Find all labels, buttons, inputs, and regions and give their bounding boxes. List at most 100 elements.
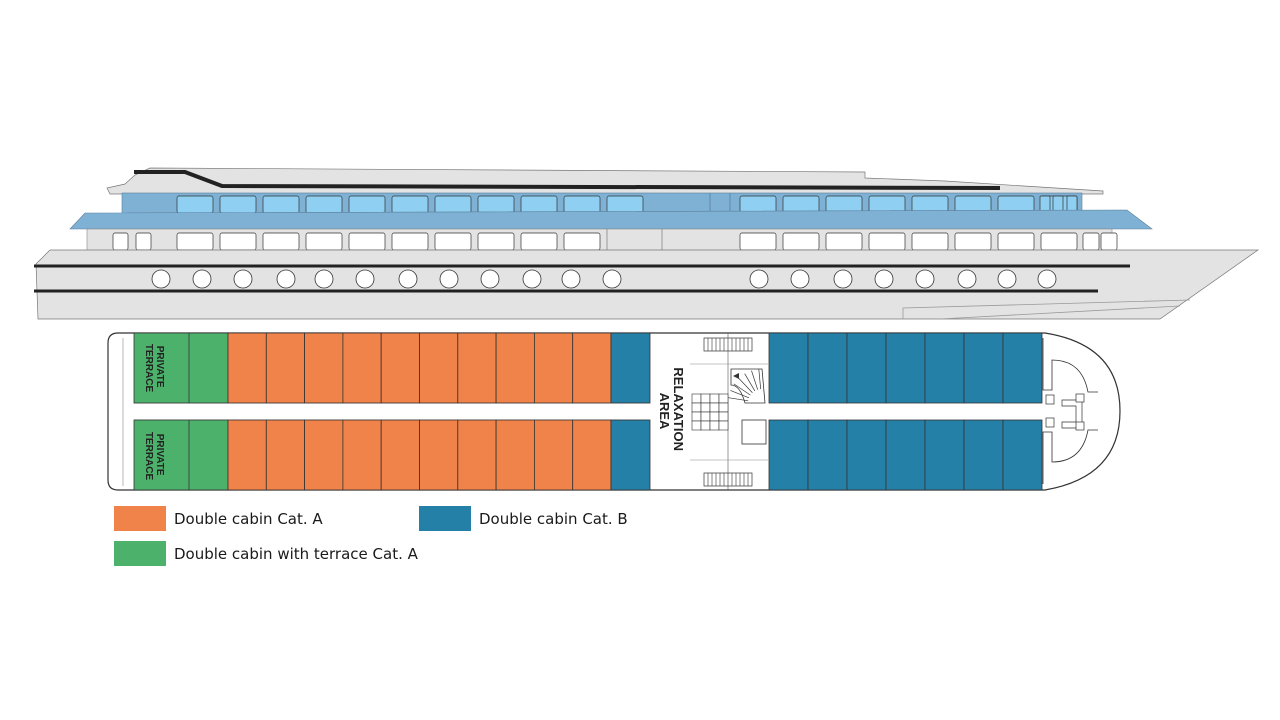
porthole [833,269,853,289]
middle-window [739,232,777,251]
legend-item-cat-b: Double cabin Cat. B [419,506,628,531]
upper-window [520,195,558,214]
relaxation-line1: RELAXATION [671,367,686,451]
cabin-cat-a [495,332,535,404]
cabin-cat-a [495,419,535,491]
cabin-cat-b [846,419,887,491]
porthole [915,269,935,289]
cabin-cat-b [610,419,651,491]
grid-cell [709,420,720,431]
helm-desk [1061,399,1083,429]
upper-window [434,195,472,214]
porthole [398,269,418,289]
bow-line [939,305,1181,320]
middle-window [782,232,820,251]
stair-steps [728,369,762,402]
stair-step [728,397,749,402]
upper-window [825,195,863,214]
cabin-cat-b [1002,419,1043,491]
middle-window [868,232,906,251]
upper-window [305,195,343,214]
grid-cell [700,411,711,422]
cabin-cat-a [265,419,305,491]
porthole [790,269,810,289]
deck-hatch [741,419,767,445]
helm-seat [1075,421,1085,431]
cabin-cat-b [807,332,848,404]
porthole [439,269,459,289]
cabin-cat-a [304,332,344,404]
staircase [730,368,766,404]
cabin-cat-a [227,332,267,404]
sun-deck-roof [106,167,1104,195]
porthole [561,269,581,289]
legend-label-terrace: Double cabin with terrace Cat. A [174,544,418,563]
legend-label-cat-b: Double cabin Cat. B [479,509,628,528]
upper-window [176,195,214,214]
cabin-cat-b [768,332,809,404]
upper-window [606,195,644,214]
grid-cell [709,402,720,413]
legend-swatch-terrace [114,541,166,566]
cabin-cat-a [534,332,574,404]
grid-cell [718,420,729,431]
grid-cell [691,411,702,422]
private-terrace-line1: PRIVATE [154,346,165,388]
upper-window-small [1052,195,1064,212]
grid-cell [691,420,702,431]
relaxation-line2: AREA [657,393,672,430]
porthole [602,269,622,289]
relaxation-area: RELAXATION AREA [657,333,768,490]
middle-window [477,232,515,251]
cabin-cat-b [885,332,926,404]
legend-swatch-cat-b [419,506,471,531]
grid-cell [718,411,729,422]
relaxation-area-label: RELAXATION AREA [657,367,686,454]
porthole [276,269,296,289]
private-terrace-label-top: PRIVATE TERRACE [143,344,165,393]
stair-arrow-icon [733,373,739,379]
grid-cell [700,402,711,413]
terrace-cabins [133,332,229,491]
middle-window [391,232,429,251]
upper-window-small [1039,195,1051,212]
cabin-cat-b [963,419,1004,491]
cabin-cat-a [419,332,459,404]
middle-deck-shelf [69,209,1153,230]
grid-cell [700,420,711,431]
legend-swatch-cat-a [114,506,166,531]
wheelhouse-wall [1042,338,1098,393]
upper-window [739,195,777,214]
cabin-cat-a [457,419,497,491]
upper-window-small [1066,195,1078,212]
middle-window [911,232,949,251]
middle-window-small [1100,232,1118,251]
porthole [749,269,769,289]
porthole [522,269,542,289]
porthole [480,269,500,289]
middle-window [305,232,343,251]
private-terrace-line1: PRIVATE [154,434,165,476]
benches [703,337,753,487]
grid-cell [718,393,729,404]
hull-portholes [151,269,1057,289]
cabin-cat-a [457,332,497,404]
grid-cell [700,393,711,404]
middle-window [219,232,257,251]
private-terrace-label-bottom: PRIVATE TERRACE [143,432,165,481]
middle-window [262,232,300,251]
porthole [192,269,212,289]
middle-window [563,232,601,251]
helm-console [1045,394,1055,405]
terrace-cabin-top [133,332,229,404]
cabin-cat-a [534,419,574,491]
porthole [957,269,977,289]
cabin-cat-a [572,419,612,491]
middle-window [1040,232,1078,251]
terrace-cabin-bottom [133,419,229,491]
upper-window [782,195,820,214]
porthole [1037,269,1057,289]
cabin-cat-a [419,419,459,491]
upper-deck-windows [176,193,1078,214]
